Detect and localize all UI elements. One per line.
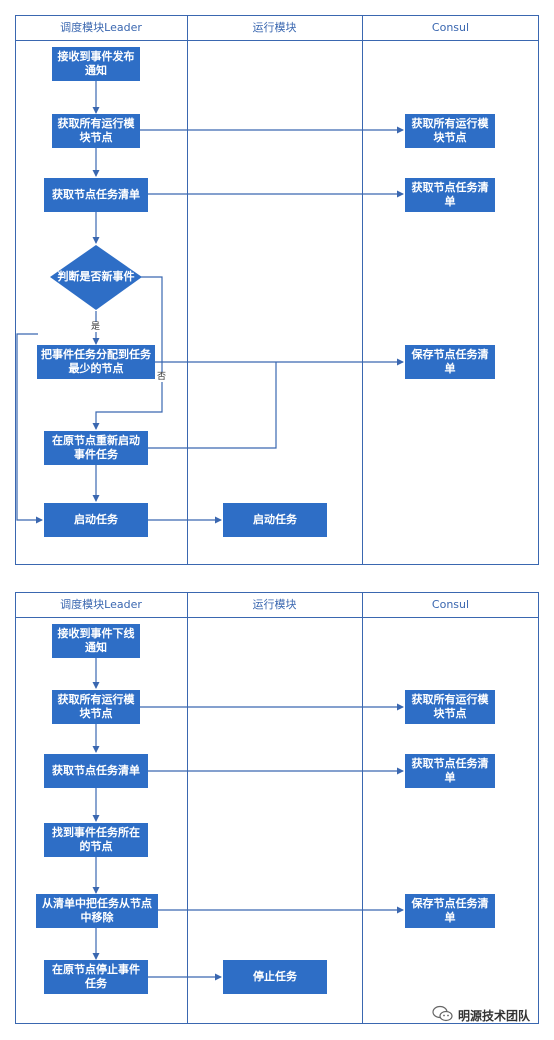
d1-decision-label: 判断是否新事件 [57, 270, 135, 283]
d2-node-remove: 从清单中把任务从节点中移除 [36, 894, 158, 928]
diagram2-header-divider [15, 617, 539, 618]
diagram1-lane-divider [187, 15, 188, 565]
d1-edge-label-no: 否 [157, 372, 167, 382]
diagram1-frame [15, 15, 539, 565]
d1-node-start-run: 启动任务 [223, 503, 327, 537]
diagram2-lane-divider [187, 592, 188, 1024]
d2-node-get-tasks: 获取节点任务清单 [44, 754, 148, 788]
d2-node-consul-get-nodes: 获取所有运行模块节点 [405, 690, 495, 724]
d2-node-consul-get-tasks: 获取节点任务清单 [405, 754, 495, 788]
d1-node-assign: 把事件任务分配到任务最少的节点 [37, 345, 155, 379]
d1-node-consul-save: 保存节点任务清单 [405, 345, 495, 379]
diagram1-lane-header-consul: Consul [431, 21, 470, 34]
d2-node-get-nodes: 获取所有运行模块节点 [52, 690, 140, 724]
d2-node-consul-save: 保存节点任务清单 [405, 894, 495, 928]
d1-node-get-nodes: 获取所有运行模块节点 [52, 114, 140, 148]
diagram2-lane-header-run: 运行模块 [252, 598, 297, 611]
wechat-icon [432, 1005, 453, 1022]
diagram2-frame [15, 592, 539, 1024]
watermark-text: 明源技术团队 [458, 1009, 531, 1023]
d1-node-get-tasks: 获取节点任务清单 [44, 178, 148, 212]
d1-node-receive-publish: 接收到事件发布通知 [52, 47, 140, 81]
d1-node-restart: 在原节点重新启动事件任务 [44, 431, 148, 465]
diagram1-lane-header-leader: 调度模块Leader [60, 21, 142, 34]
diagram1-header-divider [15, 40, 539, 41]
d1-node-consul-get-nodes: 获取所有运行模块节点 [405, 114, 495, 148]
diagram2-lane-header-leader: 调度模块Leader [60, 598, 142, 611]
diagram2-lane-divider [362, 592, 363, 1024]
diagram2-lane-header-consul: Consul [431, 598, 470, 611]
diagram1-decision-diamond [50, 245, 142, 310]
d1-node-consul-get-tasks: 获取节点任务清单 [405, 178, 495, 212]
d2-node-stop-leader: 在原节点停止事件任务 [44, 960, 148, 994]
d2-node-receive-offline: 接收到事件下线通知 [52, 624, 140, 658]
d2-node-find-node: 找到事件任务所在的节点 [44, 823, 148, 857]
diagram1-lane-header-run: 运行模块 [252, 21, 297, 34]
d1-edge-label-yes: 是 [91, 322, 101, 332]
diagram1-lane-divider [362, 15, 363, 565]
d1-node-start-leader: 启动任务 [44, 503, 148, 537]
d2-node-stop-run: 停止任务 [223, 960, 327, 994]
